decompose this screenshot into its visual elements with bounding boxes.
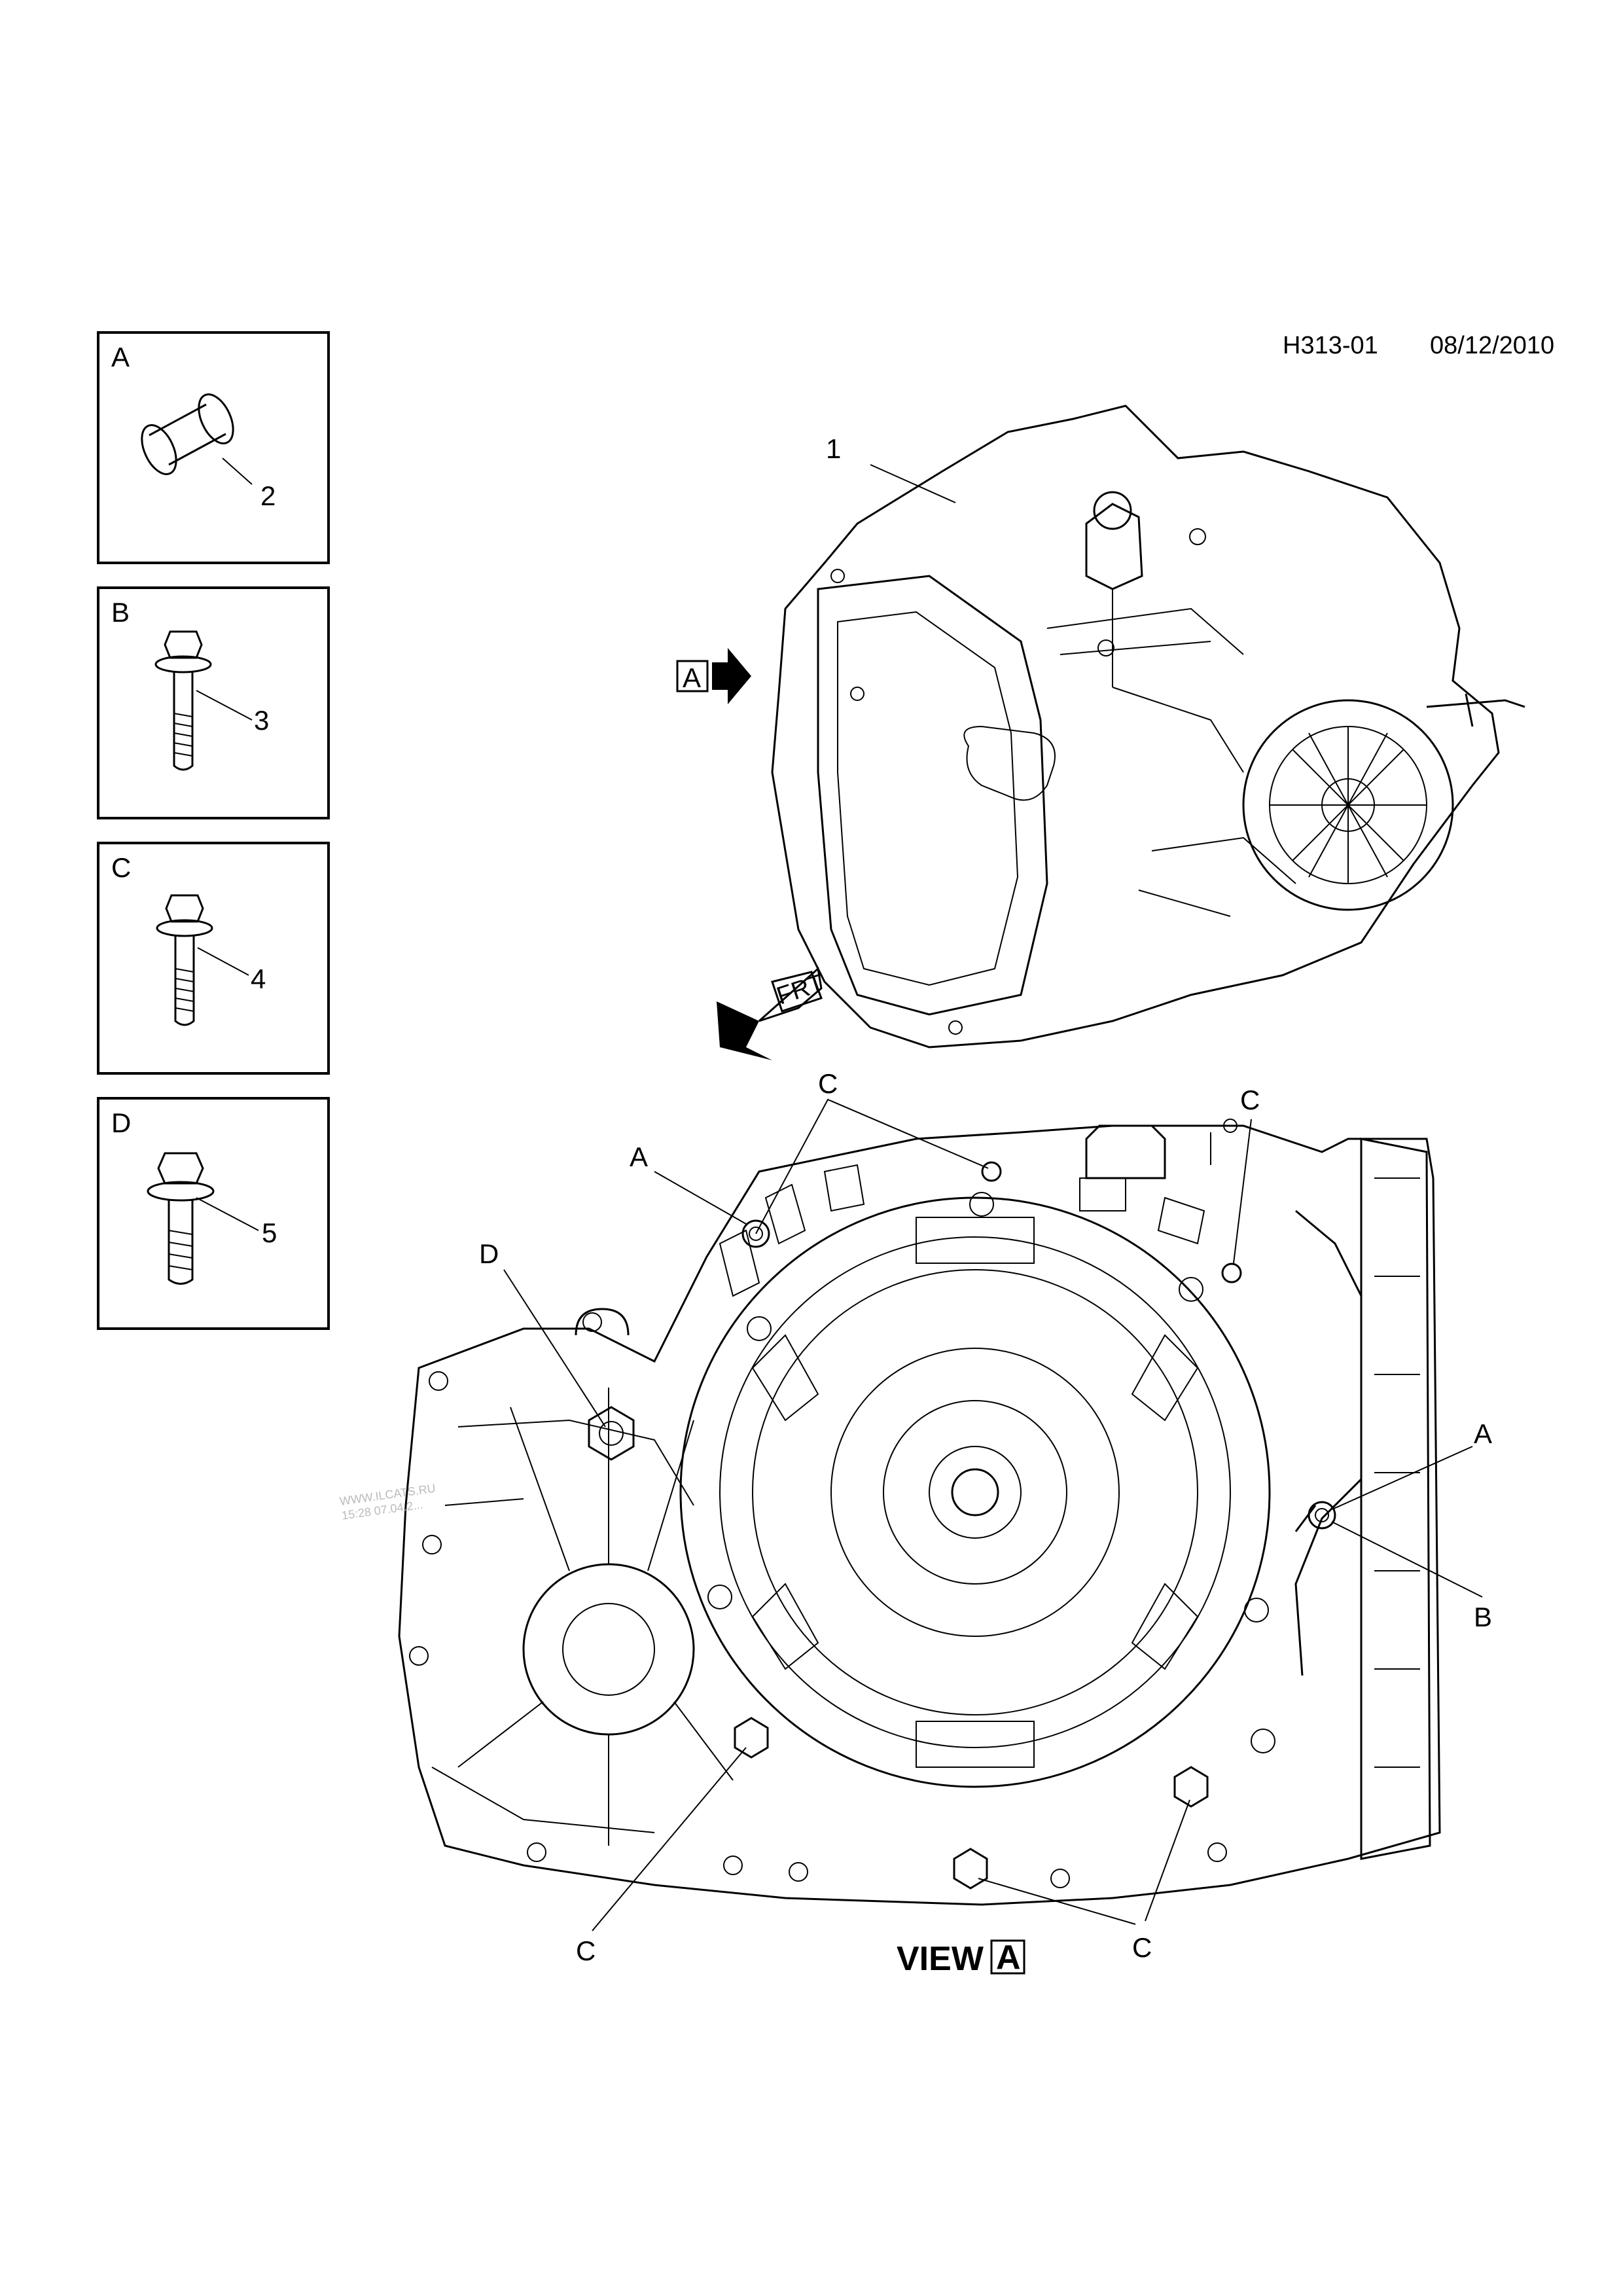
callout-leader-1: [870, 464, 956, 503]
callout-b-right[interactable]: B: [1474, 1602, 1492, 1632]
legend-box-a[interactable]: A 2: [97, 331, 330, 564]
bolt-position-d[interactable]: [588, 1406, 635, 1461]
legend-letter: A: [111, 342, 130, 372]
callout-c-bottom-left[interactable]: C: [576, 1935, 596, 1966]
bolt-position-c-right[interactable]: [1221, 1263, 1242, 1283]
fr-arrow-label: FRT: [774, 969, 828, 1011]
bolt-position-c-bottom-right[interactable]: [1173, 1766, 1209, 1808]
callout-leader-c-top: [755, 1098, 989, 1234]
callout-leader-d: [503, 1269, 606, 1427]
flange-bolt-medium-icon: [156, 894, 249, 1026]
legend-part-number: 3: [254, 705, 269, 736]
bolt-position-a-b-right[interactable]: [1308, 1501, 1336, 1530]
view-caption-prefix: VIEW: [897, 1940, 984, 1978]
legend-part-number: 2: [260, 480, 276, 511]
callout-c-top-2[interactable]: C: [1240, 1085, 1260, 1115]
watermark: WWW.ILCATS.RU 15:28 07.04.2...: [339, 1482, 436, 1522]
flange-bolt-long-icon: [154, 630, 253, 771]
callout-a-right[interactable]: A: [1474, 1418, 1492, 1449]
legend-letter: D: [111, 1107, 131, 1138]
legend-letter: C: [111, 852, 131, 883]
callout-leader-c-bottom-left: [592, 1747, 747, 1931]
bolt-position-c-bottom-mid[interactable]: [953, 1848, 988, 1890]
bolt-position-c-top[interactable]: [981, 1161, 1002, 1182]
drawing-id: H313-01: [1283, 332, 1378, 359]
legend-part-number: 5: [262, 1217, 277, 1248]
bolt-position-a-top[interactable]: [741, 1219, 770, 1248]
transmission-isometric[interactable]: [771, 404, 1525, 1049]
view-arrow-letter: A: [683, 662, 701, 693]
callout-leader-c-right: [1233, 1119, 1252, 1264]
callout-1[interactable]: 1: [826, 433, 841, 464]
view-caption-letter: A: [996, 1939, 1021, 1977]
callout-d-left[interactable]: D: [479, 1238, 499, 1269]
transmission-view-a[interactable]: [398, 1119, 1441, 1906]
legend-part-number: 4: [251, 963, 266, 994]
callout-a-top[interactable]: A: [630, 1141, 648, 1172]
flange-bolt-short-icon: [147, 1152, 259, 1285]
callout-leader-a-top: [654, 1171, 747, 1225]
view-a-caption: VIEW A: [897, 1939, 1025, 1978]
legend-box-b[interactable]: B 3: [97, 586, 330, 819]
legend-box-d[interactable]: D 5: [97, 1097, 330, 1330]
bushing-sleeve-icon: [141, 393, 253, 485]
callout-leader-c-bottom: [978, 1799, 1190, 1925]
callout-c-bottom-right[interactable]: C: [1132, 1932, 1152, 1963]
callout-leader-a-right: [1333, 1446, 1473, 1509]
bolt-position-c-bottom-left[interactable]: [734, 1717, 769, 1759]
view-a-arrow[interactable]: A: [676, 648, 751, 704]
callout-leader-b-right: [1331, 1521, 1483, 1598]
callout-c-top-1[interactable]: C: [818, 1068, 838, 1099]
legend-box-c[interactable]: C 4: [97, 842, 330, 1075]
front-direction-arrow: FRT: [717, 967, 828, 1060]
legend-letter: B: [111, 597, 130, 628]
drawing-date: 08/12/2010: [1430, 332, 1554, 359]
